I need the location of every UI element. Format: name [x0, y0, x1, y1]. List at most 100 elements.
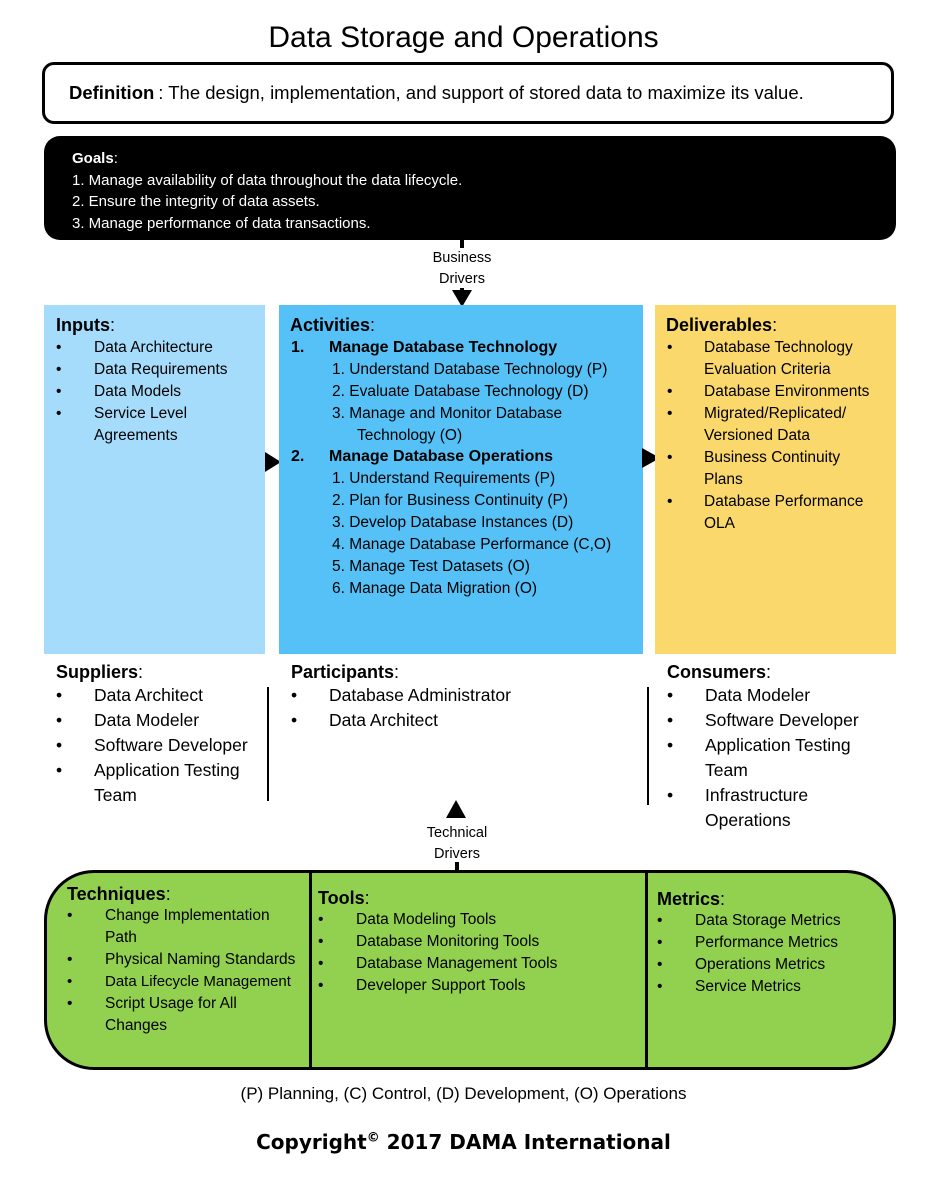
list-item: •Data Models	[56, 381, 261, 403]
bullet-icon: •	[318, 933, 324, 950]
list-item: •Data Modeler	[56, 708, 271, 733]
bullet-icon: •	[657, 956, 663, 973]
list-item: •Database Monitoring Tools	[318, 931, 643, 953]
techniques-header: Techniques:	[67, 884, 171, 904]
consumers-list: •Data Modeler •Software Developer •Appli…	[667, 683, 897, 833]
bullet-icon: •	[56, 361, 62, 378]
activity-item: 1. Understand Database Technology (P)	[332, 361, 608, 378]
bullet-icon: •	[291, 710, 298, 730]
activity-item: 3. Develop Database Instances (D)	[332, 514, 574, 531]
list-item: •Data Modeler	[667, 683, 897, 708]
list-item: •Developer Support Tools	[318, 975, 643, 997]
technical-drivers-arrow-icon	[446, 800, 466, 818]
bullet-icon: •	[291, 685, 298, 705]
goal-item: 1. Manage availability of data throughou…	[72, 171, 463, 189]
deliverables-list: •Database Technology Evaluation Criteria…	[667, 337, 892, 535]
activity-item: 2. Evaluate Database Technology (D)	[332, 383, 589, 400]
techniques-section: Techniques: •Change Implementation Path …	[67, 884, 307, 1037]
inputs-panel: Inputs: ••Data Architecture •Data Requir…	[44, 305, 265, 654]
activity-item: Technology (O)	[357, 427, 463, 444]
activities-to-deliverables-arrow-icon	[642, 448, 660, 468]
business-drivers-line2: Drivers	[439, 271, 485, 287]
techniques-tools-metrics-box	[44, 870, 896, 1070]
activity-item: 2. Plan for Business Continuity (P)	[332, 492, 569, 509]
list-item: •Software Developer	[56, 733, 271, 758]
technical-drivers-line2: Drivers	[434, 846, 480, 862]
technical-drivers-connector	[455, 862, 459, 872]
bullet-icon: •	[318, 911, 324, 928]
goals-box: Goals: 1. Manage availability of data th…	[44, 136, 896, 240]
bullet-icon: •	[667, 493, 673, 510]
tools-section: Tools: •Data Modeling Tools •Database Mo…	[318, 888, 643, 997]
bullet-icon: •	[67, 951, 73, 968]
inputs-list: ••Data Architecture •Data Requirements •…	[56, 337, 261, 447]
bullet-icon: •	[667, 710, 674, 730]
bullet-icon: •	[67, 973, 73, 990]
bullet-icon: •	[667, 383, 673, 400]
bullet-icon: •	[657, 934, 663, 951]
activity-group-title: 2.Manage Database Operations	[291, 448, 554, 465]
list-item: •Performance Metrics	[657, 932, 887, 954]
list-item: •Script Usage for All Changes	[67, 995, 237, 1034]
activities-panel: Activities: 1.Manage Database Technology…	[279, 305, 643, 654]
bullet-icon: •	[56, 710, 63, 730]
metrics-section: Metrics: •Data Storage Metrics •Performa…	[657, 889, 887, 998]
bullet-icon: •	[667, 449, 673, 466]
suppliers-divider	[267, 687, 269, 801]
list-item: •Physical Naming Standards	[67, 949, 307, 971]
bullet-icon: •	[667, 785, 674, 805]
business-drivers-label: Business Drivers	[412, 248, 512, 290]
list-item: •Operations Metrics	[657, 954, 887, 976]
legend: (P) Planning, (C) Control, (D) Developme…	[240, 1084, 687, 1103]
list-item: •Database Management Tools	[318, 953, 643, 975]
participants-list: •Database Administrator •Data Architect	[291, 683, 631, 733]
inputs-header: Inputs:	[56, 315, 116, 335]
list-item: •Application Testing Team	[56, 760, 240, 805]
page-title: Data Storage and Operations	[268, 21, 659, 54]
goals-colon: :	[113, 150, 118, 167]
goal-item: 3. Manage performance of data transactio…	[72, 214, 371, 232]
bullet-icon: •	[667, 339, 673, 356]
list-item: ••Data Architecture	[56, 337, 261, 359]
list-item: •Data Requirements	[56, 359, 261, 381]
list-item: •Data Storage Metrics	[657, 910, 887, 932]
bullet-icon: •	[56, 339, 62, 356]
technical-drivers-line1: Technical	[426, 825, 488, 841]
list-item: •Data Modeling Tools	[318, 909, 643, 931]
consumers-divider	[647, 687, 649, 805]
business-drivers-line1: Business	[432, 250, 492, 266]
activity-item: 3. Manage and Monitor Database	[332, 405, 563, 422]
consumers-section: Consumers: •Data Modeler •Software Devel…	[667, 662, 897, 833]
definition-label: Definition	[69, 82, 155, 103]
inputs-to-activities-arrow-icon	[265, 452, 281, 472]
list-item: •Data Architect	[291, 708, 631, 733]
list-item: •Migrated/Replicated/ Versioned Data	[667, 405, 847, 444]
activity-item: 6. Manage Data Migration (O)	[332, 580, 538, 597]
green-divider-2	[645, 872, 648, 1068]
bullet-icon: •	[667, 405, 673, 422]
list-item: •Business Continuity Plans	[667, 449, 841, 488]
bullet-icon: •	[667, 685, 674, 705]
metrics-header: Metrics:	[657, 889, 726, 909]
goals-label: Goals	[72, 150, 114, 167]
bullet-icon: •	[56, 735, 63, 755]
activities-group-1: 1.Manage Database Technology 1. Understa…	[291, 337, 636, 447]
activity-item: 1. Understand Requirements (P)	[332, 470, 556, 487]
green-divider-1	[309, 872, 312, 1068]
bullet-icon: •	[657, 912, 663, 929]
definition-colon: :	[158, 82, 164, 103]
participants-section: Participants: •Database Administrator •D…	[291, 662, 631, 733]
deliverables-panel: Deliverables: •Database Technology Evalu…	[655, 305, 896, 654]
technical-drivers-label: Technical Drivers	[407, 823, 507, 865]
business-drivers-connector	[460, 238, 464, 248]
activity-group-title: 1.Manage Database Technology	[291, 339, 558, 356]
copyright: Copyright© 2017 DAMA International	[256, 1130, 671, 1154]
list-item: •Data Architect	[56, 683, 271, 708]
techniques-list: •Change Implementation Path •Physical Na…	[67, 905, 307, 1037]
definition-box: Definition: The design, implementation, …	[42, 62, 894, 124]
bullet-icon: •	[318, 977, 324, 994]
list-item: •Change Implementation Path	[67, 907, 270, 946]
list-item: •Infrastructure Operations	[667, 785, 809, 830]
list-item: •Database Administrator	[291, 683, 631, 708]
list-item: •Service Level Agreements	[56, 405, 188, 444]
